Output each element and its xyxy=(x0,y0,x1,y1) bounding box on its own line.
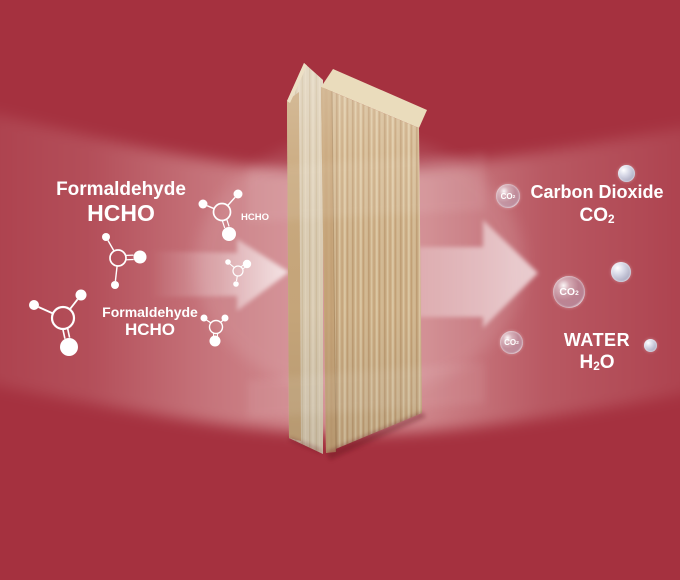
left-arrow xyxy=(150,239,289,311)
formaldehyde-primary-label: Formaldehyde HCHO xyxy=(36,179,206,226)
water-label: WATER H2O xyxy=(537,330,657,374)
formaldehyde-name: Formaldehyde xyxy=(102,304,198,320)
air-bubble xyxy=(611,262,631,282)
air-bubble xyxy=(644,339,657,352)
formaldehyde-formula: HCHO xyxy=(124,319,176,339)
hcho-molecule-small-upper xyxy=(225,259,252,287)
formaldehyde-name: Formaldehyde xyxy=(56,179,186,200)
formaldehyde-secondary-label: Formaldehyde HCHO xyxy=(85,305,215,339)
back-panel-shadow xyxy=(289,437,322,454)
beam-streak-lower xyxy=(248,362,485,418)
wood-panel-back xyxy=(287,63,323,454)
water-name: WATER xyxy=(563,330,631,350)
hcho-molecule-tag: HCHO xyxy=(241,212,269,223)
water-formula: H2O xyxy=(579,351,615,374)
carbon-dioxide-label: Carbon Dioxide CO2 xyxy=(517,182,677,227)
hcho-molecule-tagged xyxy=(198,189,243,241)
beam-streak-upper xyxy=(248,152,485,222)
front-panel-shadow xyxy=(326,412,426,460)
carbon-dioxide-formula: CO2 xyxy=(579,204,615,227)
hcho-molecule-medium xyxy=(102,233,147,289)
hcho-molecule-large xyxy=(29,289,87,356)
hcho-molecule-small-lower xyxy=(200,314,229,347)
formaldehyde-formula: HCHO xyxy=(87,199,155,226)
carbon-dioxide-name: Carbon Dioxide xyxy=(530,182,664,202)
air-bubble xyxy=(618,165,635,182)
right-arrow xyxy=(418,220,538,328)
